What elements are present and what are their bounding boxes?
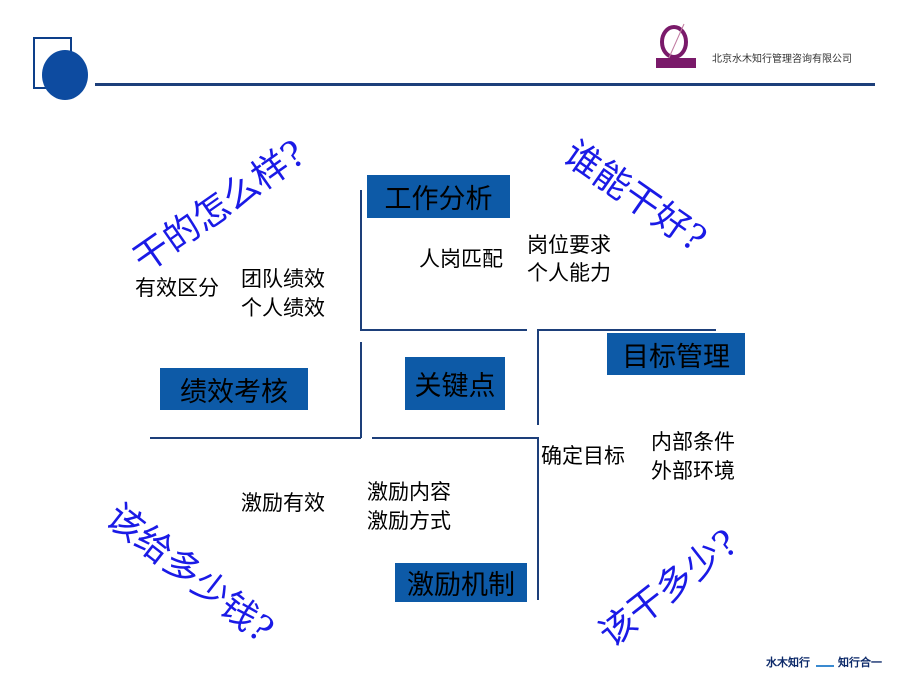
divider (538, 329, 716, 331)
key-point-box: 关键点 (405, 357, 505, 410)
header-circle (42, 50, 88, 100)
divider (150, 437, 361, 439)
goal-management-box: 目标管理 (607, 333, 745, 375)
divider (360, 190, 362, 330)
text-external: 外部环境 (651, 459, 735, 483)
text-distinguish: 有效区分 (135, 276, 219, 300)
text-indiv-perf: 个人绩效 (241, 296, 325, 320)
question-how-much: 该干多少? (591, 522, 746, 656)
text-content: 激励内容 (367, 480, 451, 504)
performance-review-box: 绩效考核 (160, 368, 308, 410)
footer-left: 水木知行 (766, 656, 810, 669)
divider (360, 342, 362, 438)
divider (537, 437, 539, 600)
text-internal: 内部条件 (651, 430, 735, 454)
divider (537, 329, 539, 425)
company-name: 北京水木知行管理咨询有限公司 (712, 54, 852, 65)
text-job-req: 岗位要求 (527, 233, 611, 257)
text-ability: 个人能力 (527, 261, 611, 285)
text-team-perf: 团队绩效 (241, 267, 325, 291)
divider (360, 329, 527, 331)
text-method: 激励方式 (367, 509, 451, 533)
divider (372, 437, 538, 439)
logo (654, 22, 700, 70)
incentive-box: 激励机制 (395, 563, 527, 602)
header-rule (95, 83, 875, 86)
footer-right: 知行合一 (838, 656, 882, 669)
text-match: 人岗匹配 (419, 247, 503, 271)
job-analysis-box: 工作分析 (367, 175, 510, 218)
text-effective: 激励有效 (241, 491, 325, 515)
text-set-goal: 确定目标 (541, 444, 625, 468)
footer-rule (816, 665, 834, 667)
question-how-well: 干的怎么样? (126, 132, 314, 281)
